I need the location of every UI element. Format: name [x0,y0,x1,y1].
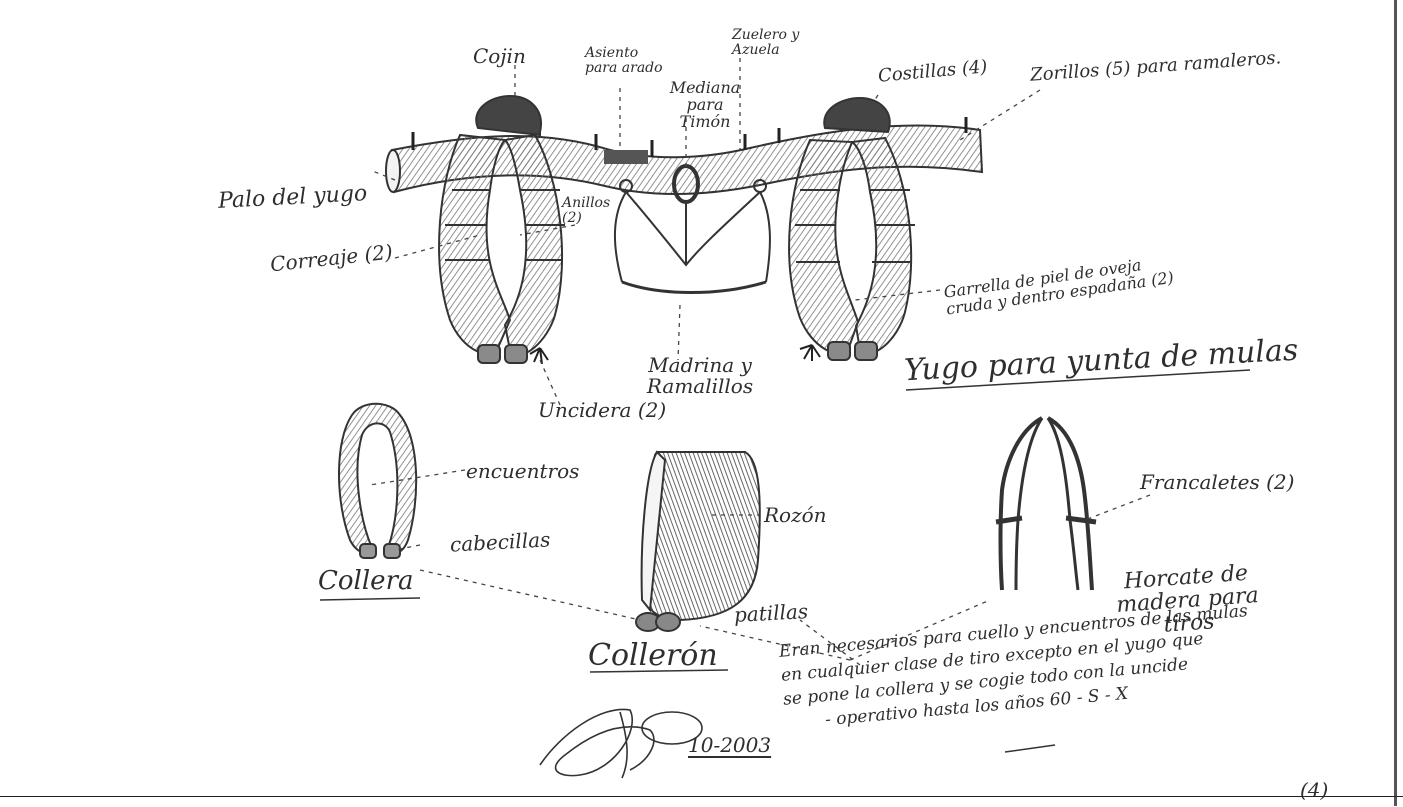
colleron-title: Collerón [588,640,718,672]
label-mediana: Mediana para Timón [660,80,750,130]
label-cojin: Cojin [473,46,526,67]
signature-date: 10-2003 [688,735,771,756]
collera-title: Collera [318,568,414,595]
label-encuentros: encuentros [466,461,579,482]
label-asiento: Asiento para arado [585,46,665,75]
label-uncidera: Uncidera (2) [538,400,666,421]
label-francaletes: Francaletes (2) [1140,472,1294,493]
right-border-rule [1394,0,1397,806]
label-patillas: patillas [734,601,809,626]
label-anillos: Anillos (2) [562,196,612,225]
label-cabecillas: cabecillas [450,529,551,555]
horcate-drawing [996,418,1096,590]
bottom-frame-edge [0,796,1403,807]
collera-drawing [339,404,416,558]
signature-mark [540,709,702,778]
label-madrina: Madrina y Ramalillos [630,355,770,397]
plough-seat-strap [604,150,648,164]
label-rozon: Rozón [764,505,827,526]
label-zuelero: Zuelero y Azuela [732,28,822,57]
